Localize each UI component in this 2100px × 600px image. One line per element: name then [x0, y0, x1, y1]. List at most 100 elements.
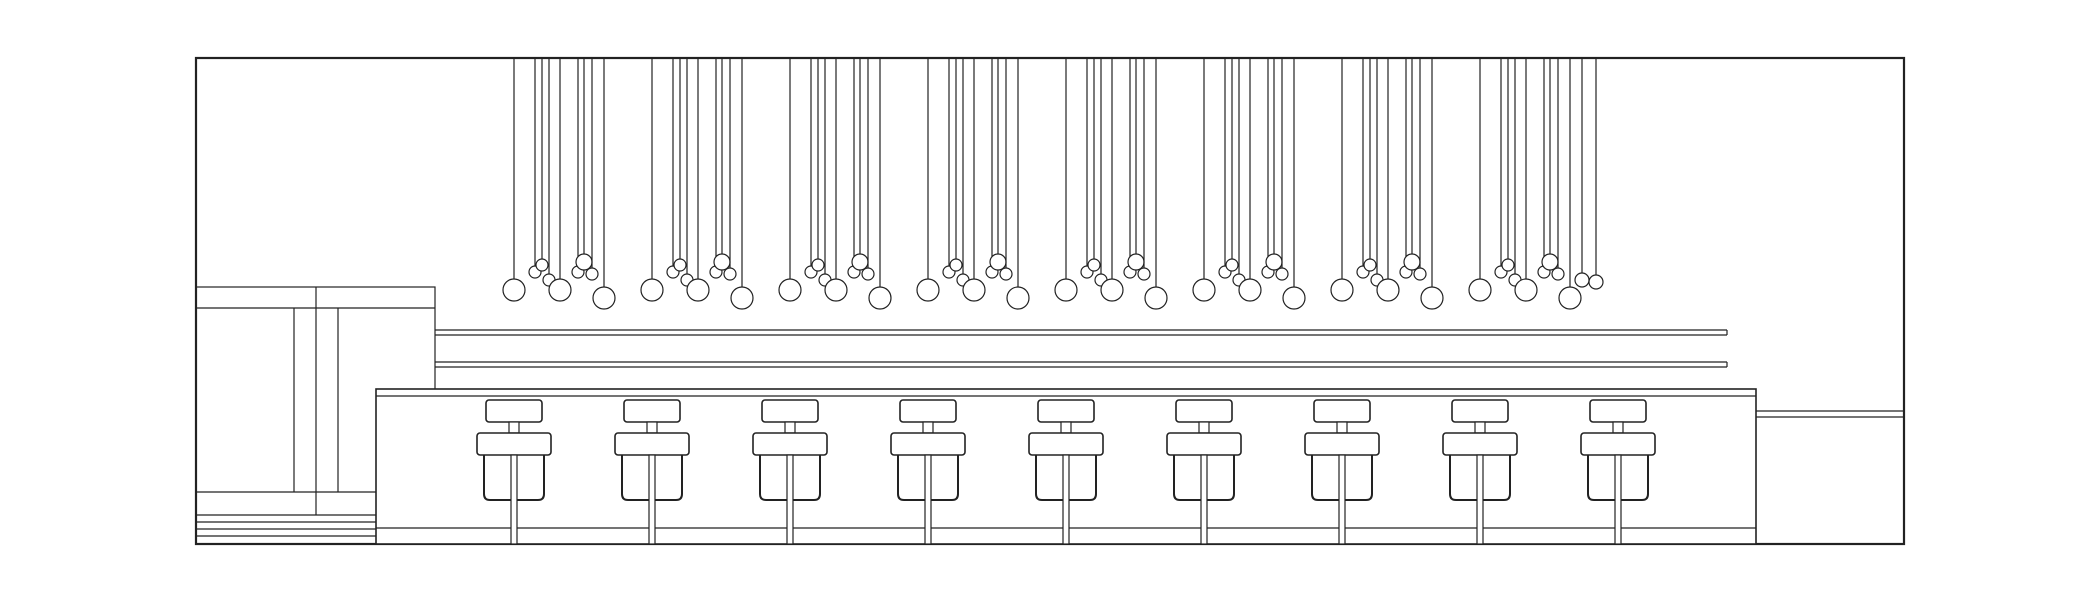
pendant-globe	[1558, 286, 1582, 310]
pendant-globe	[535, 258, 549, 272]
stool-neck	[1612, 421, 1624, 434]
pendant-globe	[916, 278, 940, 302]
pendant-globe	[1541, 253, 1559, 271]
pendant-group	[916, 58, 1030, 310]
pendant-globe	[861, 267, 875, 281]
stool-pole	[510, 454, 518, 545]
stool-seat	[476, 432, 552, 456]
bar-stool	[476, 399, 552, 545]
pendant-globe	[1127, 253, 1145, 271]
bar-stool	[1166, 399, 1242, 545]
pendant-globe	[1282, 286, 1306, 310]
bar-stool	[752, 399, 828, 545]
pendant-globe	[686, 278, 710, 302]
stool-neck	[784, 421, 796, 434]
pendant-group	[502, 58, 616, 310]
pendant-globe	[673, 258, 687, 272]
pendant-lights	[502, 58, 1604, 310]
stool-backrest	[899, 399, 957, 423]
stool-seat	[1028, 432, 1104, 456]
bar-stools	[476, 399, 1656, 545]
pendant-globe	[1238, 278, 1262, 302]
pendant-globe	[1275, 267, 1289, 281]
pendant-globe	[868, 286, 892, 310]
stool-neck	[922, 421, 934, 434]
side-cabinet	[195, 286, 436, 545]
stool-pole	[1476, 454, 1484, 545]
pendant-globe	[1006, 286, 1030, 310]
stool-backrest	[623, 399, 681, 423]
pendant-group	[1574, 58, 1604, 290]
stool-neck	[508, 421, 520, 434]
stool-pole	[648, 454, 656, 545]
stool-seat	[1442, 432, 1518, 456]
pendant-globe	[989, 253, 1007, 271]
pendant-globe	[949, 258, 963, 272]
stool-pole	[786, 454, 794, 545]
stool-backrest	[1589, 399, 1647, 423]
pendant-globe	[851, 253, 869, 271]
stool-backrest	[761, 399, 819, 423]
pendant-group	[1330, 58, 1444, 310]
pendant-globe	[1403, 253, 1421, 271]
stool-backrest	[485, 399, 543, 423]
stool-neck	[646, 421, 658, 434]
pendant-globe	[824, 278, 848, 302]
stool-neck	[1474, 421, 1486, 434]
pendant-group	[1468, 58, 1582, 310]
pendant-globe	[713, 253, 731, 271]
pendant-globe	[1551, 267, 1565, 281]
stool-seat	[614, 432, 690, 456]
pendant-globe	[1144, 286, 1168, 310]
pendant-globe	[1363, 258, 1377, 272]
pendant-globe	[585, 267, 599, 281]
pendant-globe	[1225, 258, 1239, 272]
pendant-globe	[1588, 274, 1604, 290]
pendant-globe	[1265, 253, 1283, 271]
pendant-globe	[1468, 278, 1492, 302]
bar-stool	[1580, 399, 1656, 545]
stool-neck	[1060, 421, 1072, 434]
pendant-group	[778, 58, 892, 310]
stool-pole	[1614, 454, 1622, 545]
pendant-globe	[811, 258, 825, 272]
stool-seat	[1166, 432, 1242, 456]
bar-stool	[1028, 399, 1104, 545]
stool-neck	[1198, 421, 1210, 434]
pendant-globe	[1100, 278, 1124, 302]
pendant-group	[1054, 58, 1168, 310]
pendant-globe	[1514, 278, 1538, 302]
pendant-globe	[778, 278, 802, 302]
stool-pole	[924, 454, 932, 545]
pendant-globe	[723, 267, 737, 281]
pendant-globe	[502, 278, 526, 302]
bar-stool	[890, 399, 966, 545]
pendant-globe	[575, 253, 593, 271]
stool-backrest	[1313, 399, 1371, 423]
stool-seat	[890, 432, 966, 456]
pendant-globe	[1087, 258, 1101, 272]
pendant-globe	[1192, 278, 1216, 302]
pendant-globe	[1413, 267, 1427, 281]
right-wall-ledge	[1756, 410, 1904, 418]
pendant-globe	[1574, 272, 1590, 288]
stool-pole	[1338, 454, 1346, 545]
pendant-globe	[1420, 286, 1444, 310]
stool-seat	[1580, 432, 1656, 456]
stool-backrest	[1175, 399, 1233, 423]
pendant-globe	[1137, 267, 1151, 281]
stool-seat	[752, 432, 828, 456]
stool-pole	[1200, 454, 1208, 545]
pendant-globe	[999, 267, 1013, 281]
pendant-globe	[962, 278, 986, 302]
pendant-globe	[1376, 278, 1400, 302]
pendant-globe	[730, 286, 754, 310]
stool-backrest	[1037, 399, 1095, 423]
pendant-globe	[640, 278, 664, 302]
back-shelves	[435, 329, 1728, 368]
stool-pole	[1062, 454, 1070, 545]
bar-stool	[614, 399, 690, 545]
pendant-globe	[592, 286, 616, 310]
